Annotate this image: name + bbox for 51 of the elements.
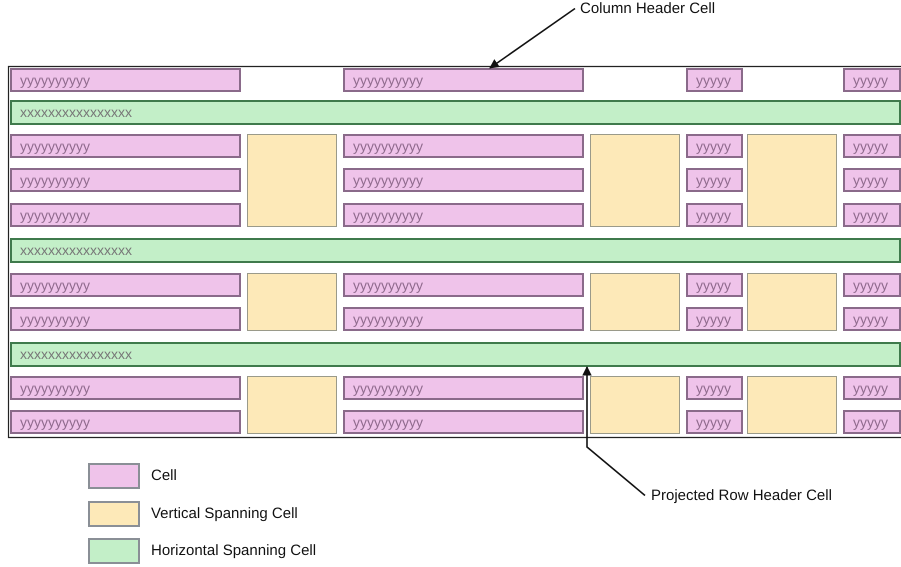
- callout-label: Column Header Cell: [580, 0, 716, 17]
- table-cell: yyyyyyyyyy: [343, 307, 584, 331]
- table-cell: yyyyy: [843, 307, 901, 331]
- table-cell: yyyyyyyyyy: [343, 68, 584, 92]
- arrow: [489, 8, 576, 69]
- table-cell: yyyyyyyyyy: [343, 273, 584, 297]
- vertical-spanning-cell: [247, 376, 337, 434]
- horizontal-spanning-cell: xxxxxxxxxxxxxxxx: [10, 100, 901, 125]
- legend-label: Cell: [151, 467, 177, 484]
- vertical-spanning-cell: [247, 134, 337, 227]
- vertical-spanning-cell: [747, 134, 837, 227]
- table-cell: yyyyyyyyyy: [10, 134, 241, 158]
- table-cell: yyyyy: [686, 273, 743, 297]
- table-cell: yyyyy: [843, 134, 901, 158]
- horizontal-spanning-cell: xxxxxxxxxxxxxxxx: [10, 342, 901, 367]
- table-cell: yyyyyyyyyy: [343, 134, 584, 158]
- vertical-spanning-cell: [590, 273, 680, 331]
- arrow: [582, 366, 646, 496]
- table-cell: yyyyy: [843, 273, 901, 297]
- vertical-spanning-cell: [247, 273, 337, 331]
- table-cell: yyyyyyyyyy: [343, 203, 584, 227]
- table-cell: yyyyy: [686, 376, 743, 400]
- table-cell: yyyyyyyyyy: [10, 168, 241, 192]
- table-cell: yyyyyyyyyy: [10, 68, 241, 92]
- table-cell: yyyyy: [686, 134, 743, 158]
- table-cell: yyyyy: [686, 203, 743, 227]
- table-cell: yyyyyyyyyy: [10, 410, 241, 434]
- table-cell: yyyyyyyyyy: [343, 168, 584, 192]
- vertical-spanning-cell: [590, 376, 680, 434]
- vertical-spanning-cell: [590, 134, 680, 227]
- horizontal-spanning-cell: xxxxxxxxxxxxxxxx: [10, 238, 901, 263]
- table-cell: yyyyyyyyyy: [10, 376, 241, 400]
- table-cell: yyyyy: [686, 307, 743, 331]
- vertical-spanning-cell: [747, 376, 837, 434]
- callout-label: Projected Row Header Cell: [651, 487, 832, 504]
- table-cell: yyyyy: [686, 68, 743, 92]
- legend-label: Vertical Spanning Cell: [151, 504, 298, 522]
- table-cell: yyyyy: [843, 203, 901, 227]
- table-cell: yyyyy: [843, 68, 901, 92]
- vertical-spanning-cell: [747, 273, 837, 331]
- table-cell: yyyyyyyyyy: [343, 410, 584, 434]
- table-cell: yyyyyyyyyy: [10, 203, 241, 227]
- table-cell: yyyyy: [843, 410, 901, 434]
- table-cell: yyyyy: [686, 410, 743, 434]
- legend-label: Horizontal Spanning Cell: [151, 542, 316, 559]
- table-cell: yyyyyyyyyy: [343, 376, 584, 400]
- table-cell: yyyyyyyyyy: [10, 307, 241, 331]
- table-cell: yyyyy: [686, 168, 743, 192]
- table-cell: yyyyy: [843, 168, 901, 192]
- table-cell: yyyyyyyyyy: [10, 273, 241, 297]
- table-cell: yyyyy: [843, 376, 901, 400]
